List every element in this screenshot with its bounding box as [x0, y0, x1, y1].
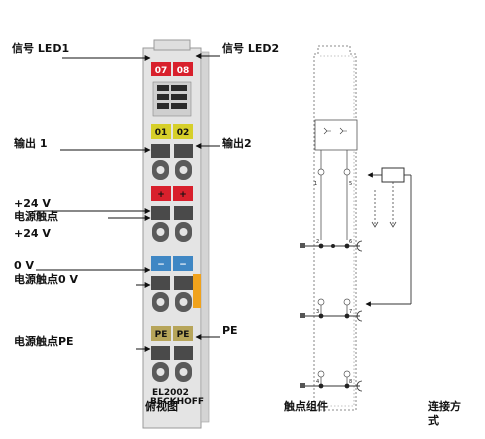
bus-row-4-8 [300, 370, 363, 392]
zero-v-tag-left [151, 256, 171, 271]
caption-contact-assembly: 触点组件 [283, 399, 328, 413]
label-plus24v-b: +24 V [14, 227, 51, 240]
terminal-row-outputs [151, 144, 193, 180]
dashed-arrow-1 [389, 221, 397, 228]
label-power-contact-pe: 电源触点PE [14, 334, 74, 348]
bus-row-2-6 [300, 240, 363, 252]
led-window-block [152, 81, 192, 117]
caption-connection-method: 连接方 式 [428, 399, 465, 427]
schematic-outline [313, 45, 357, 411]
caption-connection-line1: 连接方 [428, 399, 461, 413]
plus24v-tag-right [173, 186, 193, 201]
contact-assembly-schematic: 1 5 2 6 3 7 [300, 45, 363, 411]
minus-sign-left: − [157, 260, 165, 270]
output-02-label: 02 [177, 128, 190, 138]
caption-connection-line2: 式 [428, 413, 439, 427]
connection-load [365, 167, 412, 307]
pin-label-8: 8 [349, 379, 352, 385]
output-02-tag [173, 124, 193, 139]
pe-label-right: PE [177, 330, 190, 340]
pin-label-6: 6 [349, 239, 352, 245]
plus-sign-left: + [157, 190, 165, 200]
label-output2: 输出2 [222, 136, 252, 150]
terminal-module: 07 08 01 02 + + [142, 39, 210, 429]
terminal-row-0v [151, 276, 193, 312]
switch-ic-box [314, 119, 358, 151]
module-brand: BECKHOFF [150, 397, 204, 407]
pin-label-7: 7 [349, 309, 352, 315]
pe-tag-right [173, 326, 193, 341]
led-07-label: 07 [155, 66, 168, 76]
transistor-symbol-1 [323, 127, 331, 135]
load-box-icon [381, 167, 405, 183]
schematic-inner-outline [316, 55, 355, 407]
pin-label-1: 1 [314, 181, 317, 187]
pin-label-5: 5 [349, 181, 352, 187]
label-plus24v-a: +24 V [14, 197, 51, 210]
transistor-symbol-2 [339, 127, 347, 135]
label-power-contact-0v: 电源触点0 V [14, 272, 78, 286]
caption-top-view: 俯视图 [145, 399, 178, 413]
pin-label-4: 4 [316, 379, 319, 385]
label-pe: PE [222, 324, 238, 337]
led-08-indicator [173, 62, 193, 76]
pe-label-left: PE [155, 330, 168, 340]
pin-label-2: 2 [316, 239, 319, 245]
plus-sign-right: + [179, 190, 187, 200]
led-07-indicator [151, 62, 171, 76]
output-01-tag [151, 124, 171, 139]
zero-v-tag-right [173, 256, 193, 271]
pin-label-3: 3 [316, 309, 319, 315]
terminal-row-pe [151, 346, 193, 382]
dashed-arrow-2 [371, 221, 379, 228]
module-model: EL2002 [152, 388, 189, 398]
module-top-clip [153, 39, 191, 51]
terminal-row-24v [151, 206, 193, 242]
plus24v-tag-left [151, 186, 171, 201]
label-zero-v: 0 V [14, 259, 34, 272]
pe-tag-left [151, 326, 171, 341]
label-signal-led1: 信号 LED1 [12, 41, 69, 55]
minus-sign-right: − [179, 260, 187, 270]
led-08-label: 08 [177, 66, 190, 76]
module-side-strip [200, 51, 210, 423]
label-signal-led2: 信号 LED2 [222, 41, 279, 55]
label-output1: 输出 1 [14, 136, 47, 150]
label-power-contact: 电源触点 [14, 209, 58, 223]
bus-row-3-7 [300, 298, 363, 322]
node-5 [343, 168, 351, 176]
node-1 [317, 168, 325, 176]
output-01-label: 01 [155, 128, 168, 138]
orange-side-tab [193, 274, 201, 308]
